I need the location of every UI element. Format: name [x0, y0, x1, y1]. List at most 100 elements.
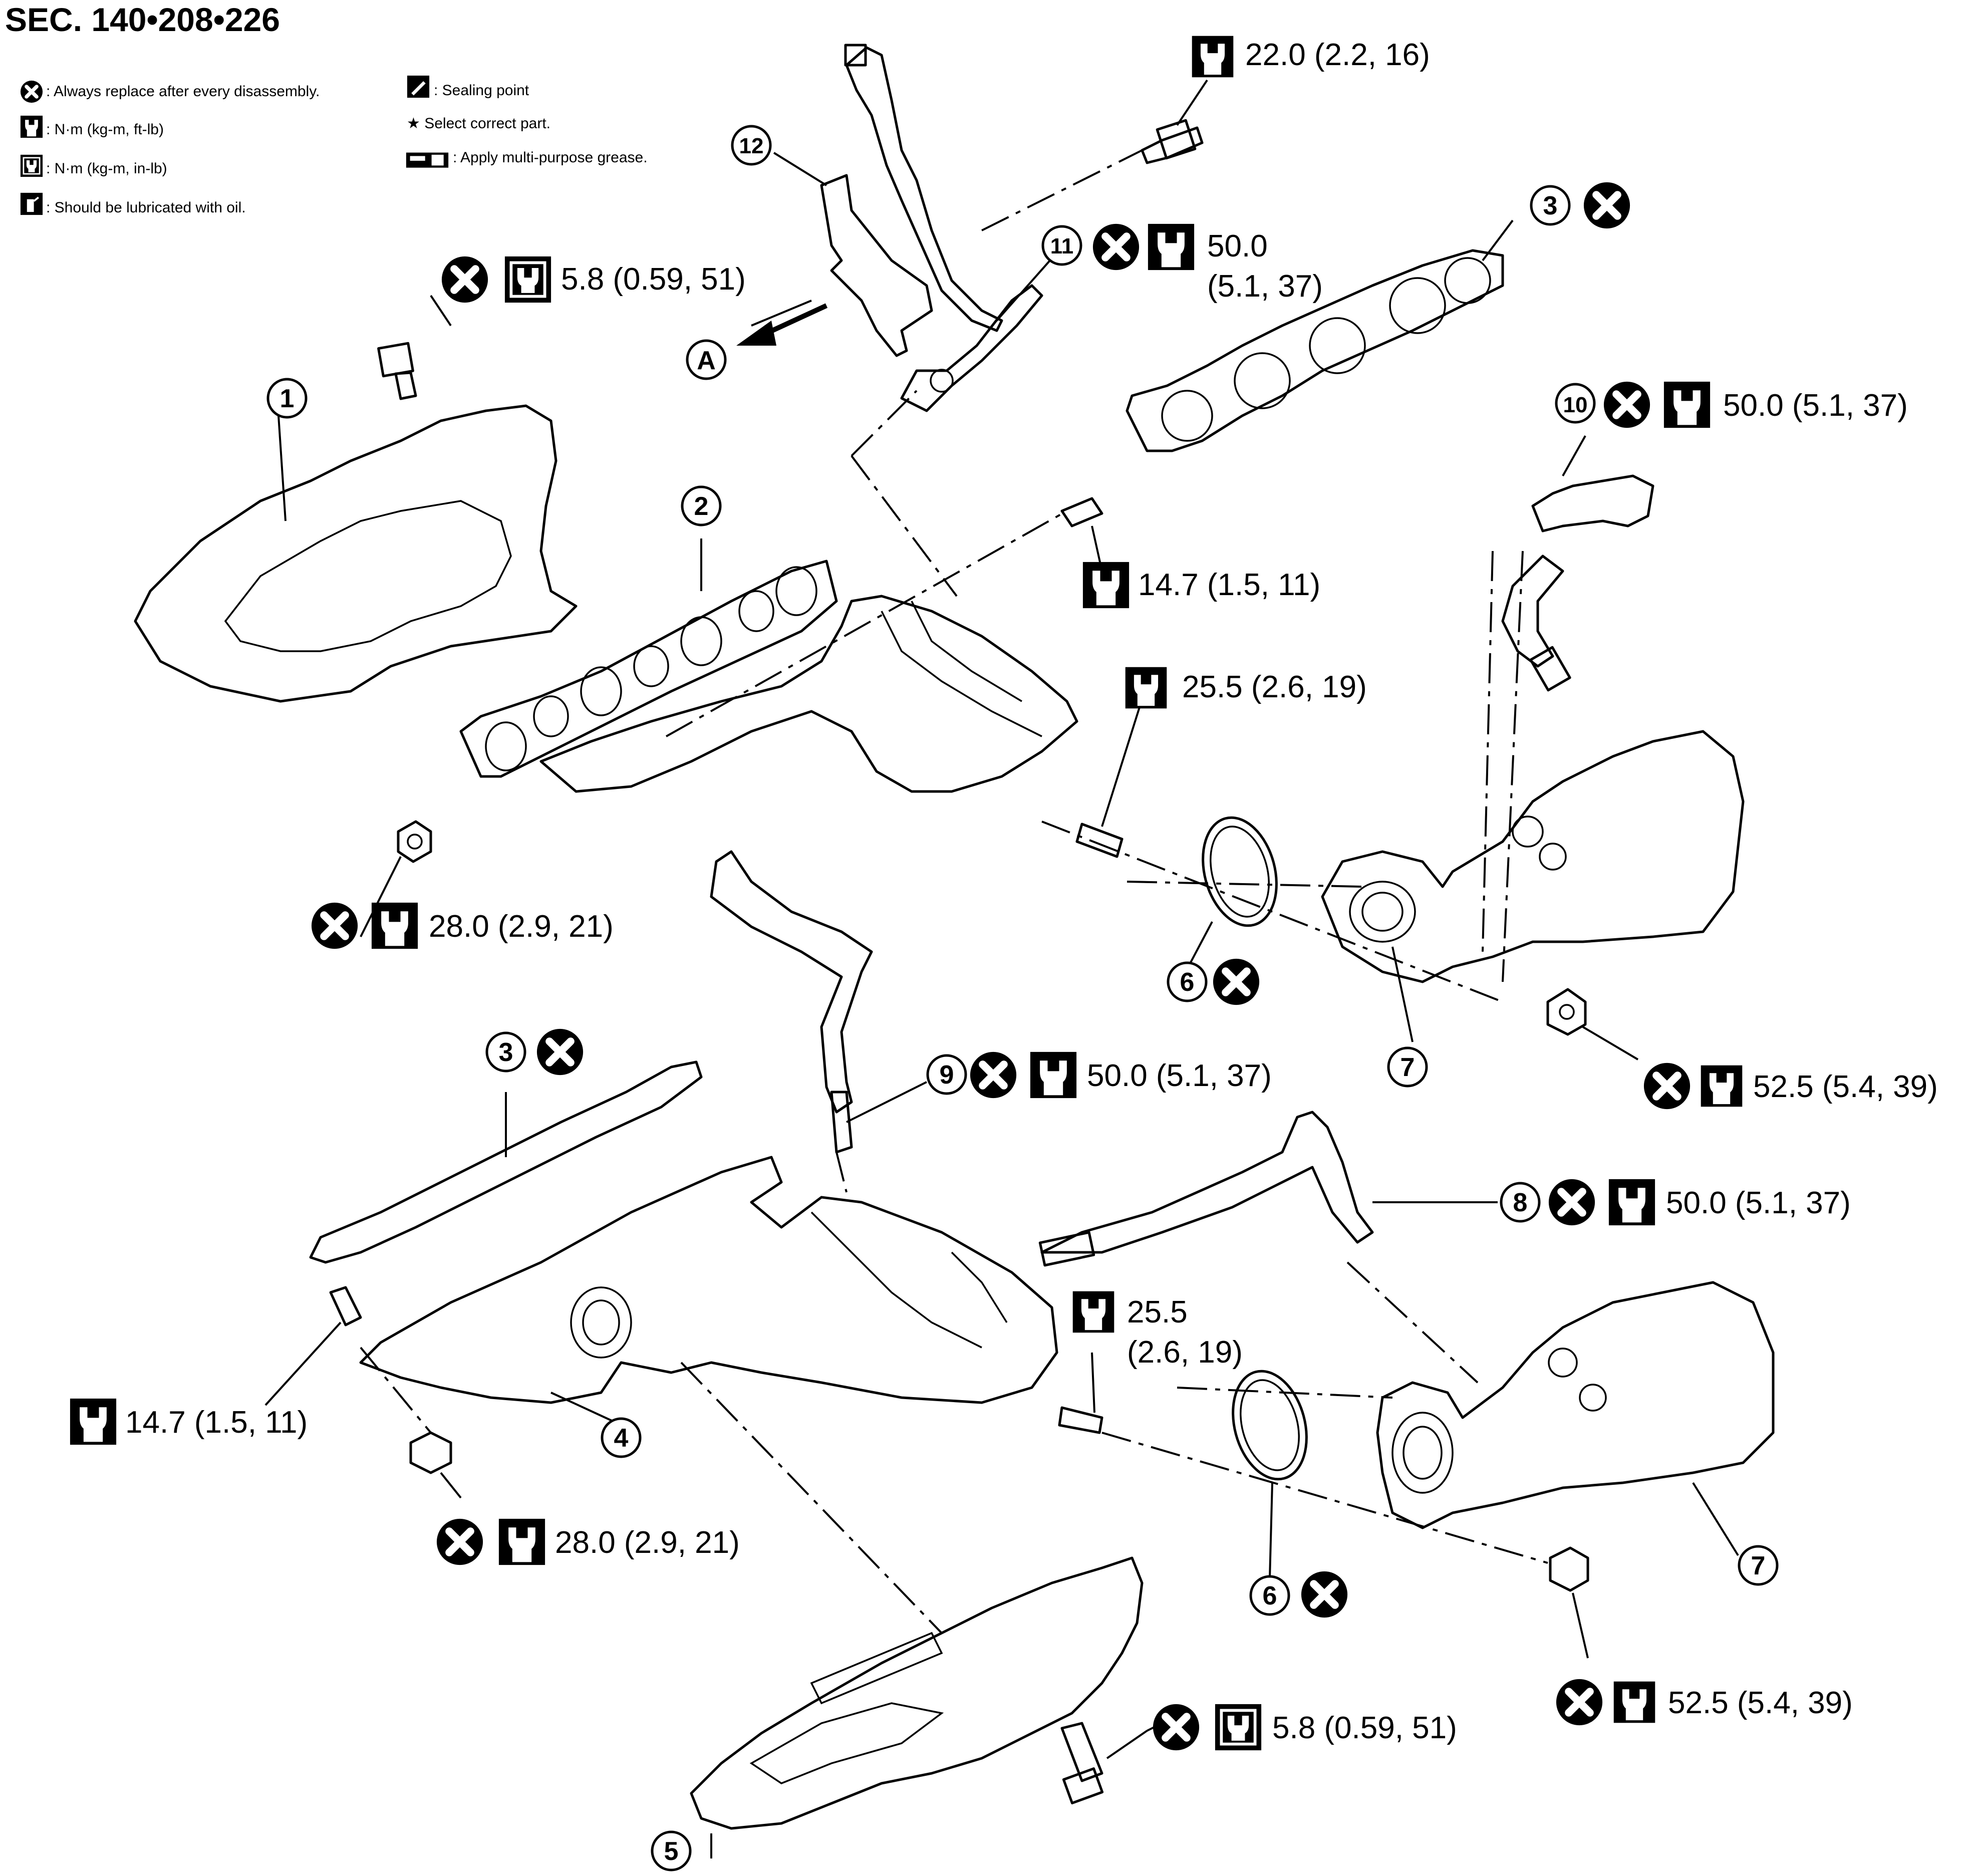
part-6-upper-ring — [1202, 816, 1278, 927]
part-12-bracket — [820, 44, 1003, 357]
callout-25-5-upper: 25.5 (2.6, 19) — [1125, 667, 1367, 709]
svg-text:7: 7 — [1400, 1053, 1415, 1082]
replace-icon — [1584, 182, 1630, 228]
stud-lower-mid — [1058, 1406, 1103, 1434]
svg-text:11: 11 — [1050, 234, 1074, 258]
part-number-1: 1 — [266, 378, 308, 419]
view-arrow-a: A — [686, 303, 828, 380]
callout-52-5-upper: 52.5 (5.4, 39) — [1644, 1063, 1938, 1109]
torque-icon — [1030, 1051, 1077, 1099]
svg-text:10: 10 — [1563, 393, 1588, 417]
bolt-lower — [1060, 1722, 1104, 1804]
svg-text:5.8 (0.59, 51): 5.8 (0.59, 51) — [1272, 1711, 1457, 1745]
torque-icon — [1663, 381, 1711, 428]
replace-icon — [1549, 1179, 1595, 1225]
torque-icon — [1125, 667, 1167, 709]
nut-upper-right — [1546, 988, 1587, 1036]
legend-item-grease: : Apply multi-purpose grease. — [453, 149, 648, 166]
svg-text:(5.1, 37): (5.1, 37) — [1207, 269, 1323, 304]
svg-text:50.0 (5.1, 37): 50.0 (5.1, 37) — [1666, 1186, 1851, 1220]
torque-icon — [371, 902, 418, 949]
callout-22-0: 22.0 (2.2, 16) — [1192, 36, 1430, 78]
replace-icon — [537, 1029, 583, 1075]
torque-inlb-icon — [504, 256, 551, 303]
torque-icon — [1072, 1291, 1114, 1333]
callout-28-0-upper: 28.0 (2.9, 21) — [312, 903, 614, 949]
svg-text:28.0 (2.9, 21): 28.0 (2.9, 21) — [555, 1525, 740, 1560]
svg-text:22.0 (2.2, 16): 22.0 (2.2, 16) — [1245, 38, 1430, 72]
alignment-lines — [360, 149, 1548, 1634]
stud-mid — [1075, 823, 1124, 858]
torque-inlb-icon — [1215, 1704, 1262, 1751]
part-9-sensor — [710, 850, 873, 1154]
stud-lower-left — [329, 1286, 362, 1326]
grease-icon — [406, 152, 449, 168]
svg-text:28.0 (2.9, 21): 28.0 (2.9, 21) — [429, 909, 614, 944]
sealing-icon — [407, 75, 430, 98]
legend-item-star: ★ Select correct part. — [407, 115, 550, 132]
part-number-7-lower: 7 — [1738, 1545, 1779, 1586]
nut-upper — [397, 820, 432, 863]
replace-icon — [1301, 1571, 1347, 1618]
svg-text:7: 7 — [1751, 1551, 1766, 1580]
legend-item-replace: : Always replace after every disassembly… — [46, 83, 320, 100]
callout-50-0-part-10: 50.0 (5.1, 37) — [1604, 382, 1908, 428]
torque-icon — [70, 1398, 117, 1445]
replace-icon — [1213, 959, 1259, 1005]
part-3-upper-gasket — [1126, 249, 1504, 452]
callout-28-0-lower: 28.0 (2.9, 21) — [437, 1519, 740, 1565]
replace-icon — [970, 1052, 1016, 1098]
svg-text:1: 1 — [280, 384, 295, 413]
part-number-2: 2 — [681, 485, 722, 526]
torque-icon — [1608, 1179, 1655, 1226]
svg-text:3: 3 — [1543, 191, 1558, 220]
replace-icon — [312, 903, 358, 949]
svg-text:5: 5 — [664, 1837, 679, 1866]
svg-text:(2.6, 19): (2.6, 19) — [1127, 1335, 1243, 1370]
callout-50-0-part-11: 50.0 (5.1, 37) — [1093, 224, 1323, 304]
part-number-11: 11 — [1041, 225, 1082, 266]
svg-text:2: 2 — [694, 492, 709, 521]
part-7-upper-tube — [1321, 730, 1745, 983]
callout-5-8-upper: 5.8 (0.59, 51) — [442, 256, 746, 303]
replace-icon — [1644, 1063, 1690, 1109]
legend: : Always replace after every disassembly… — [20, 75, 648, 216]
part-8-sensor — [1038, 1111, 1374, 1267]
svg-text:5.8 (0.59, 51): 5.8 (0.59, 51) — [561, 262, 746, 297]
svg-text:50.0: 50.0 — [1207, 229, 1268, 263]
part-number-4: 4 — [601, 1417, 642, 1458]
callout-50-0-part-9: 50.0 (5.1, 37) — [970, 1052, 1272, 1098]
part-number-5: 5 — [651, 1830, 692, 1871]
replace-icon — [1556, 1679, 1602, 1725]
torque-icon — [20, 115, 43, 138]
replace-icon — [437, 1519, 483, 1565]
nut-lower-right — [1549, 1546, 1589, 1592]
replace-icon — [442, 256, 488, 303]
legend-item-torque: : N·m (kg-m, ft-lb) — [46, 121, 164, 138]
part-number-6-lower: 6 — [1249, 1575, 1290, 1616]
svg-text:6: 6 — [1180, 968, 1195, 997]
nut-lower-left — [409, 1431, 452, 1474]
callout-14-7-upper: 14.7 (1.5, 11) — [1082, 562, 1320, 609]
svg-text:12: 12 — [739, 134, 764, 158]
svg-text:3: 3 — [499, 1038, 513, 1067]
callout-5-8-lower: 5.8 (0.59, 51) — [1153, 1704, 1457, 1750]
torque-icon — [1148, 223, 1195, 271]
torque-icon — [1082, 562, 1130, 609]
part-3-lower-gasket — [309, 1060, 703, 1264]
part-number-8: 8 — [1500, 1182, 1541, 1223]
bolt-top — [1141, 119, 1204, 164]
legend-item-oil: : Should be lubricated with oil. — [46, 199, 246, 216]
view-label-a: A — [697, 346, 716, 375]
torque-icon — [1613, 1681, 1655, 1723]
part-number-3-upper: 3 — [1530, 185, 1571, 226]
part-number-6-upper: 6 — [1167, 961, 1208, 1002]
torque-icon — [1701, 1065, 1743, 1107]
svg-text:8: 8 — [1513, 1188, 1528, 1217]
part-number-10: 10 — [1555, 383, 1596, 424]
torque-callouts: 22.0 (2.2, 16) 5.8 (0.59, 51) 50.0 (5.1,… — [70, 36, 1938, 1750]
part-11-sensor — [900, 284, 1043, 412]
torque-icon — [498, 1518, 545, 1565]
replace-icon — [21, 81, 43, 103]
torque-icon — [1192, 36, 1234, 78]
